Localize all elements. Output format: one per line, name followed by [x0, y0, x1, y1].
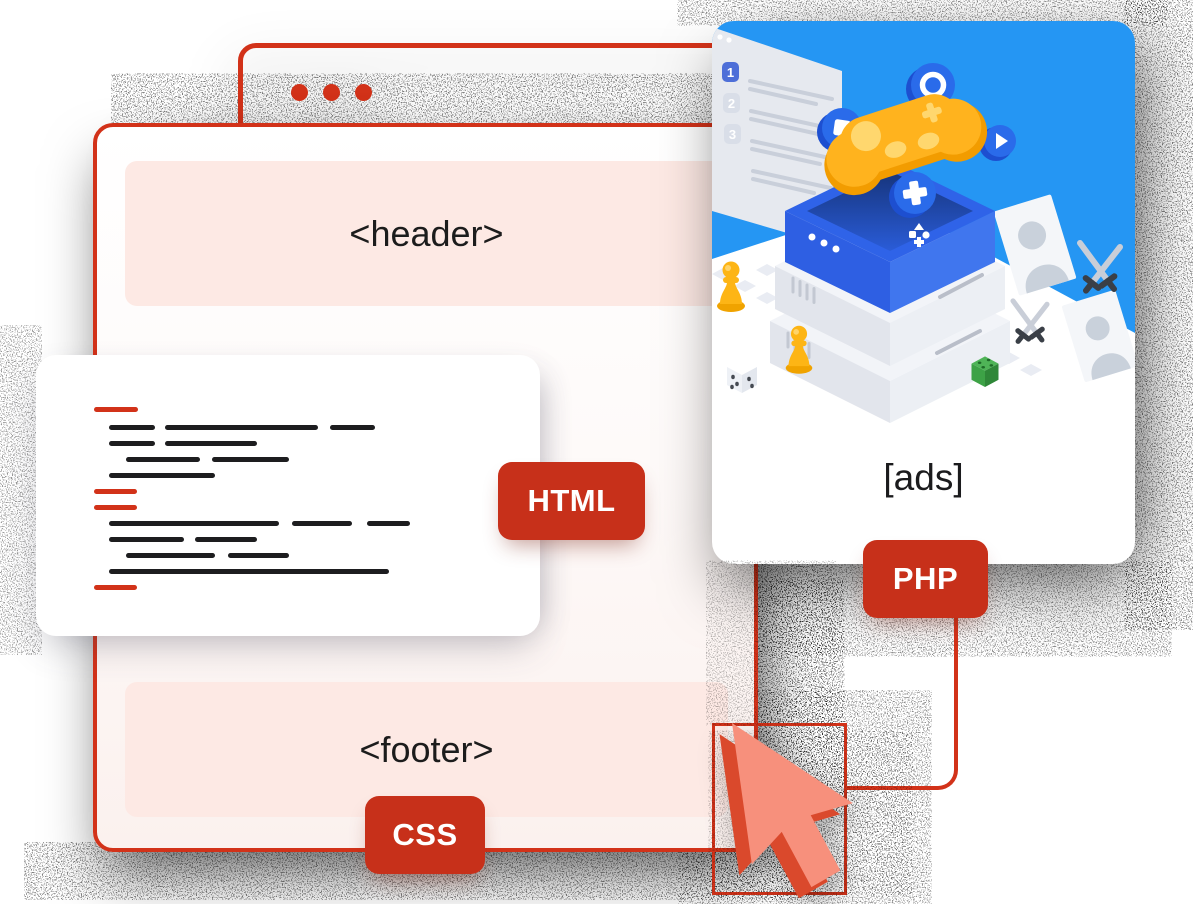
- green-die-icon: [971, 356, 999, 387]
- pawn-icon: [717, 261, 745, 312]
- dice-icon: [727, 359, 757, 393]
- controller-stick-icon: [917, 132, 940, 150]
- code-line: [94, 505, 137, 510]
- code-line: [109, 537, 184, 542]
- code-line: [109, 521, 279, 526]
- window-dot-icon: [717, 34, 723, 40]
- pawn-icon: [785, 325, 813, 374]
- dot-icon: [820, 239, 828, 247]
- noise-shadow: [0, 340, 40, 640]
- triangle-coin-icon: [979, 125, 1016, 161]
- line-number: 3: [729, 127, 736, 142]
- shapes-cluster-icon: [909, 223, 930, 247]
- game-site-card: 1 2 3: [712, 21, 1135, 564]
- code-line: [228, 553, 289, 558]
- game-illustration: 1 2 3: [712, 21, 1135, 423]
- code-line: [94, 585, 137, 590]
- person-icon: [1018, 221, 1047, 250]
- ads-placeholder: [ads]: [883, 457, 964, 498]
- code-line: [109, 569, 389, 574]
- crossed-swords-icon: [1010, 298, 1050, 344]
- code-editor-panel: 1 2 3: [712, 27, 842, 249]
- profile-card: [993, 194, 1077, 296]
- code-line: [165, 425, 318, 430]
- code-line: [126, 457, 200, 462]
- code-line: [94, 407, 138, 412]
- code-line: [195, 537, 257, 542]
- line-number: 1: [727, 65, 734, 80]
- footer-section: <footer>: [125, 682, 728, 817]
- dot-icon: [832, 245, 840, 253]
- header-section: <header>: [125, 161, 728, 306]
- code-line: [109, 425, 155, 430]
- code-line: [330, 425, 375, 430]
- footer-label: <footer>: [359, 728, 494, 770]
- crossed-swords-icon: [1077, 240, 1123, 294]
- window-dot-icon: [323, 84, 340, 101]
- code-snippet-card: [36, 355, 540, 636]
- controller-button-icon: [850, 121, 881, 152]
- code-line: [292, 521, 352, 526]
- window-dot-icon: [355, 84, 372, 101]
- code-line: [109, 473, 215, 478]
- profile-card: [1062, 290, 1135, 382]
- vent-icon: [791, 276, 816, 304]
- code-line: [367, 521, 410, 526]
- noise-shadow: [1128, 8, 1190, 600]
- code-lines: [36, 355, 540, 636]
- cross-coin-icon: [889, 172, 936, 218]
- php-connector-line: [847, 614, 958, 790]
- code-line: [109, 441, 155, 446]
- header-label: <header>: [349, 212, 504, 254]
- controller-stick-icon: [884, 141, 907, 158]
- game-controller-icon: [824, 94, 988, 196]
- code-line: [94, 489, 137, 494]
- code-line: [165, 441, 257, 446]
- code-line: [212, 457, 289, 462]
- php-badge: PHP: [863, 540, 988, 618]
- window-dot-icon: [291, 84, 308, 101]
- html-badge: HTML: [498, 462, 645, 540]
- code-line: [126, 553, 215, 558]
- line-number-badges: 1 2 3: [722, 62, 741, 144]
- dot-icon: [808, 233, 816, 241]
- dpad-icon: [921, 102, 942, 123]
- cursor-icon: [719, 723, 853, 899]
- window-dot-icon: [726, 37, 732, 43]
- css-badge: CSS: [365, 796, 485, 874]
- person-icon: [1085, 316, 1110, 341]
- editor-text-lines: [748, 79, 837, 195]
- line-number: 2: [728, 96, 735, 111]
